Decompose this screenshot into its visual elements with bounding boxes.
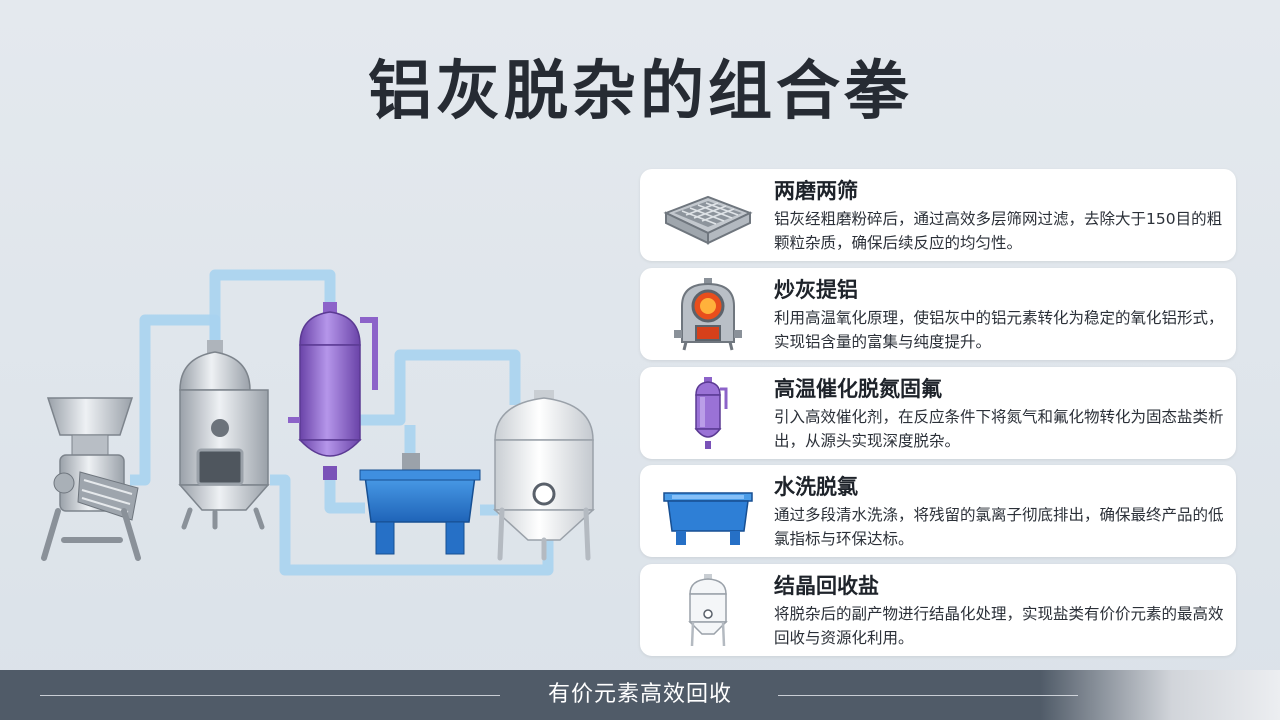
step-card-washing: 水洗脱氯 通过多段清水洗涤，将残留的氯离子彻底排出，确保最终产品的低氯指标与环保…	[640, 465, 1236, 557]
process-illustration	[41, 269, 595, 576]
step-description: 将脱杂后的副产物进行结晶化处理，实现盐类有价价元素的最高效回收与资源化利用。	[774, 605, 1224, 647]
step-card-roasting: 炒灰提铝 利用高温氧化原理，使铝灰中的铝元素转化为稳定的氧化铝形式，实现铝含量的…	[640, 268, 1236, 360]
grinder-machine	[41, 397, 141, 561]
step-card-catalytic-denitrification: 高温催化脱氮固氟 引入高效催化剂，在反应条件下将氮气和氟化物转化为固态盐类析出，…	[640, 367, 1236, 459]
reactor-column	[288, 302, 378, 480]
crystallizer-tank	[493, 390, 595, 561]
step-title: 结晶回收盐	[774, 574, 879, 598]
footer-fade	[1040, 670, 1280, 720]
step-description: 铝灰经粗磨粉碎后，通过高效多层筛网过滤，去除大于150目的粗颗粒杂质，确保后续反…	[774, 210, 1223, 252]
step-title: 水洗脱氯	[774, 475, 858, 499]
footer-text: 有价元素高效回收	[547, 682, 732, 707]
wash-tank-icon	[663, 492, 753, 545]
reactor-column-icon	[694, 377, 728, 449]
wash-tank	[359, 453, 481, 555]
step-title: 两磨两筛	[774, 179, 858, 203]
step-card-grinding-sieving: 两磨两筛 铝灰经粗磨粉碎后，通过高效多层筛网过滤，去除大于150目的粗颗粒杂质，…	[640, 169, 1236, 261]
step-title: 高温催化脱氮固氟	[774, 377, 942, 401]
page-title: 铝灰脱杂的组合拳	[368, 55, 912, 129]
step-title: 炒灰提铝	[774, 278, 858, 302]
step-card-salt-crystallization: 结晶回收盐 将脱杂后的副产物进行结晶化处理，实现盐类有价价元素的最高效回收与资源…	[640, 564, 1236, 656]
pipe-network	[130, 269, 554, 576]
stainless-vessel	[178, 340, 270, 530]
step-description: 通过多段清水洗涤，将残留的氯离子彻底排出，确保最终产品的低氯指标与环保达标。	[774, 506, 1224, 548]
step-description: 引入高效催化剂，在反应条件下将氮气和氟化物转化为固态盐类析出，从源头实现深度脱杂…	[774, 408, 1224, 450]
furnace-icon	[674, 278, 742, 351]
step-description: 利用高温氧化原理，使铝灰中的铝元素转化为稳定的氧化铝形式，实现铝含量的富集与纯度…	[774, 309, 1224, 351]
footer-divider-left	[40, 695, 500, 696]
crystallizer-tank-icon	[688, 574, 728, 647]
footer-banner: 有价元素高效回收	[0, 670, 1280, 720]
footer-divider-right	[778, 695, 1078, 696]
sieve-tray-icon	[663, 195, 753, 245]
